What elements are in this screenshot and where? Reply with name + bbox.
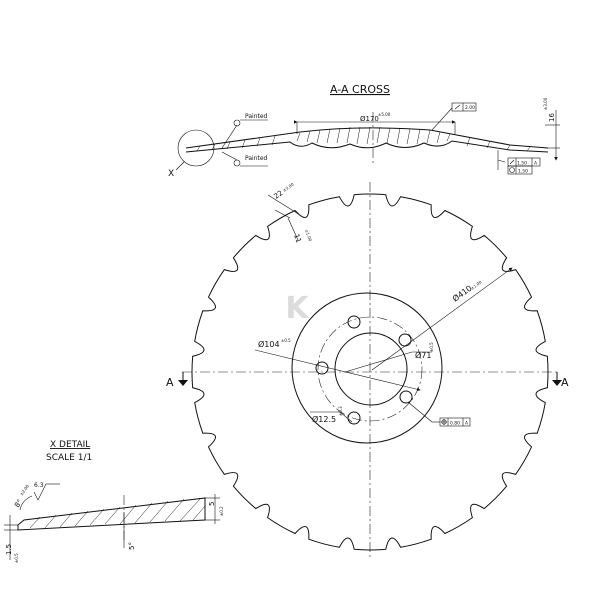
x-bevel-angle: 5° bbox=[128, 542, 136, 550]
x-edge-angle-tol: ±2.00 bbox=[19, 483, 30, 496]
watermark-logo: K bbox=[285, 291, 310, 326]
outer-diameter-tol: ±1.00 bbox=[470, 279, 483, 291]
position-frame bbox=[439, 417, 471, 427]
position-value: 0.80 bbox=[450, 421, 460, 427]
bolt-hole-4 bbox=[399, 390, 413, 404]
x-detail-scale: SCALE 1/1 bbox=[46, 453, 92, 463]
section-profile-top bbox=[185, 127, 549, 149]
bolt-hole-2 bbox=[398, 333, 412, 347]
hub-circle bbox=[291, 292, 443, 444]
section-height-tol: ±3.00 bbox=[543, 97, 548, 110]
bolt-circle-diameter: Ø104 bbox=[258, 339, 280, 349]
x-detail-title: X DETAIL bbox=[50, 440, 90, 450]
section-diameter-tol: ±5.00 bbox=[378, 112, 391, 117]
detail-x-circle bbox=[177, 129, 215, 167]
section-hatching bbox=[196, 126, 531, 152]
x-detail-view: X DETAIL SCALE 1/1 5 ±0.2 5° 8° ±2.00 6.… bbox=[4, 440, 224, 563]
hole-diameter: Ø12.5 bbox=[312, 414, 336, 424]
x-thickness-tol: ±0.2 bbox=[219, 506, 224, 516]
notch-width: 22 bbox=[273, 189, 285, 201]
painted-label-bottom: Painted bbox=[245, 155, 268, 162]
runout-value: 1.50 bbox=[517, 161, 527, 167]
roundness-frame bbox=[507, 165, 533, 175]
bolt-circle bbox=[317, 316, 423, 422]
x-thickness: 5 bbox=[208, 502, 216, 506]
notch-width-tol: ±3.00 bbox=[282, 181, 295, 192]
position-datum: A bbox=[465, 421, 469, 427]
painted-label-top: Painted bbox=[245, 113, 268, 120]
bore-tol: ±0.5 bbox=[429, 342, 434, 352]
section-marker-right: A bbox=[561, 376, 569, 389]
section-marker-left: A bbox=[166, 376, 174, 389]
section-profile-bottom bbox=[185, 140, 549, 153]
bolt-circle-tol: ±0.5 bbox=[281, 338, 291, 343]
disc-outline bbox=[191, 193, 549, 551]
section-height: 16 bbox=[548, 113, 556, 122]
section-title: A-A CROSS bbox=[330, 83, 390, 96]
notch-depth-tol: ±1.00 bbox=[304, 229, 313, 243]
front-view: A A 22 ±3.00 11 ±1.00 Ø410 ±1.00 Ø104 ±0… bbox=[166, 181, 569, 560]
roundness-value: 1.50 bbox=[518, 169, 528, 175]
x-edge-thickness-tol: ±0.5 bbox=[14, 553, 19, 563]
bore-diameter: Ø71 bbox=[415, 350, 431, 360]
center-bore bbox=[334, 332, 408, 406]
x-detail-edge bbox=[17, 497, 206, 531]
bolt-hole-1 bbox=[347, 315, 361, 329]
section-view: A-A CROSS X Painted bbox=[168, 83, 560, 179]
x-edge-angle: 8° bbox=[13, 498, 24, 509]
hole-tol: ±0.3 bbox=[338, 406, 343, 416]
runout-datum: A bbox=[534, 161, 538, 167]
detail-x-marker: X bbox=[168, 169, 174, 179]
notch-depth: 11 bbox=[292, 233, 303, 244]
x-roughness: 6.3 bbox=[34, 482, 44, 489]
section-diameter: Ø170 bbox=[360, 115, 379, 123]
flatness-value: 2.00 bbox=[465, 105, 475, 111]
flatness-frame bbox=[451, 102, 477, 112]
x-detail-hatching bbox=[29, 498, 206, 529]
bolt-hole-5 bbox=[347, 411, 361, 425]
x-edge-thickness: 1.5 bbox=[5, 544, 13, 555]
